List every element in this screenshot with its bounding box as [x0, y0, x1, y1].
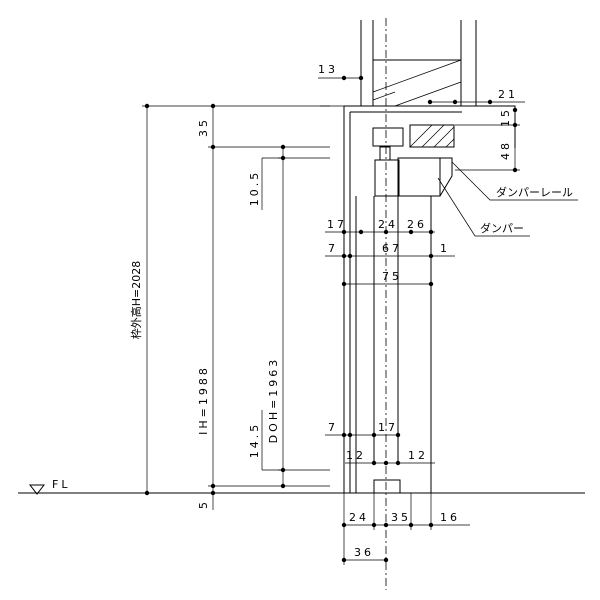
- dimension-dot: [452, 99, 458, 105]
- dim-17-top: 17: [327, 218, 347, 231]
- dimension-dot: [383, 522, 389, 528]
- dimension-dot: [210, 483, 216, 489]
- dimension-dot: [395, 432, 401, 438]
- lintel-hatch: [394, 81, 462, 107]
- dimension-dot: [512, 107, 518, 113]
- dimension-dot: [383, 557, 389, 563]
- dim-75: 75: [382, 270, 402, 283]
- dim-12-left: 12: [346, 449, 366, 462]
- dimension-dot: [395, 460, 401, 466]
- dimension-dot: [347, 253, 353, 259]
- dimension-dot: [383, 229, 389, 235]
- dimension-dot: [512, 122, 518, 128]
- dimension-dot: [280, 144, 286, 150]
- rail-hatch: [433, 126, 455, 148]
- dimension-dot: [408, 522, 414, 528]
- dimension-dot: [383, 460, 389, 466]
- doh-label: DOH=1963: [267, 357, 280, 444]
- dimension-dot: [408, 229, 414, 235]
- dimension-dot: [210, 144, 216, 150]
- dimension-dot: [487, 99, 493, 105]
- dimension-dot: [427, 99, 433, 105]
- ih-label: IH=1988: [197, 365, 210, 435]
- dim-35-top: 35: [197, 117, 210, 137]
- dimension-dot: [341, 557, 347, 563]
- dimension-dot: [358, 75, 364, 81]
- dimension-dot: [144, 103, 150, 109]
- dim-21: 21: [498, 88, 518, 101]
- hanger-body: [374, 159, 400, 197]
- lintel-hatch: [372, 91, 396, 101]
- dimension-dot: [358, 229, 364, 235]
- dim-26: 26: [407, 218, 427, 231]
- damper-label: ダンパー: [480, 221, 524, 235]
- hanger-roller: [372, 127, 404, 147]
- dim-36: 36: [354, 546, 374, 559]
- dimension-dot: [144, 490, 150, 496]
- dimension-dot: [371, 432, 377, 438]
- dim-17-bot: 17: [378, 421, 398, 434]
- damper-bracket: [439, 157, 453, 197]
- dimension-dot: [280, 483, 286, 489]
- fl-label: FL: [52, 478, 70, 491]
- frame-height-label: 枠外高H=2028: [129, 261, 143, 339]
- dim-24-bot: 24: [349, 511, 369, 524]
- dimension-dot: [341, 432, 347, 438]
- damper-block: [397, 157, 441, 197]
- rail-hatch: [445, 138, 455, 148]
- dim-35-bot: 35: [391, 511, 411, 524]
- dimension-dot: [512, 167, 518, 173]
- dim-5: 5: [197, 499, 210, 509]
- dimension-dot: [371, 522, 377, 528]
- dimension-dot: [347, 432, 353, 438]
- dim-15: 15: [499, 107, 512, 127]
- dim-7-a: 7: [328, 242, 338, 255]
- dimension-dot: [371, 460, 377, 466]
- dimension-dot: [341, 281, 347, 287]
- dim-13: 13: [318, 63, 338, 76]
- dimension-dot: [428, 522, 434, 528]
- dim-48: 48: [499, 140, 512, 160]
- dim-16: 16: [440, 511, 460, 524]
- dimension-dot: [341, 229, 347, 235]
- rail-hatch: [409, 124, 433, 148]
- dimension-dot: [341, 522, 347, 528]
- damper-leader: [437, 177, 530, 237]
- dim-67: 67: [382, 242, 402, 255]
- dimension-dot: [341, 75, 347, 81]
- dimension-dot: [210, 103, 216, 109]
- dim-10-5: 10.5: [248, 170, 261, 207]
- dimension-dot: [428, 281, 434, 287]
- dim-1: 1: [440, 242, 450, 255]
- dimension-dot: [428, 229, 434, 235]
- lintel-hatch: [372, 59, 462, 93]
- damper-rail-leader: [451, 161, 578, 201]
- hanger-bolt: [379, 146, 391, 161]
- dimension-dot: [210, 490, 216, 496]
- floor-guide: [373, 479, 401, 494]
- fl-triangle-icon: [28, 484, 46, 495]
- dim-7-b: 7: [328, 421, 338, 434]
- dimension-dot: [341, 253, 347, 259]
- dim-14-5: 14.5: [248, 422, 261, 459]
- rail-section: [409, 124, 455, 148]
- dim-24-top: 24: [378, 218, 398, 231]
- rail-hatch: [421, 124, 445, 148]
- dim-12-right: 12: [408, 449, 428, 462]
- damper-rail-label: ダンパーレール: [496, 185, 573, 199]
- dimension-dot: [428, 253, 434, 259]
